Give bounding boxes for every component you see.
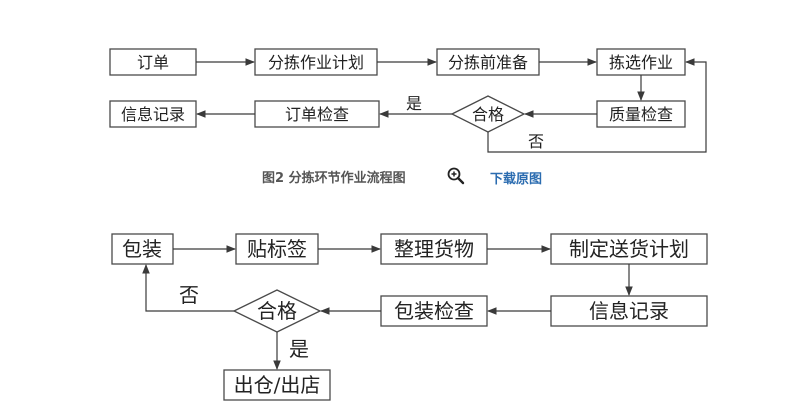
flow1-box-sorting-plan: 分拣作业计划 [254,48,378,76]
download-original-link[interactable]: 下载原图 [490,172,543,187]
flow1-box-order-check: 订单检查 [254,100,380,128]
flow1-label-no: 否 [528,132,544,151]
flow1-box-picking-work: 拣选作业 [596,48,686,76]
flow1-label-order: 订单 [137,53,169,72]
flow2-label-info-record: 信息记录 [589,299,669,323]
flow2-label-out-warehouse: 出仓/出店 [234,373,321,397]
flow1-label-info-record: 信息记录 [121,105,185,124]
flow2-box-labeling: 贴标签 [235,233,319,265]
flow1-label-yes: 是 [406,94,422,113]
flow1-label-sorting-plan: 分拣作业计划 [268,53,364,72]
flow1-box-order: 订单 [109,48,197,76]
flow1-box-quality-check: 质量检查 [596,100,686,128]
flow2-label-qualified: 合格 [257,299,297,323]
flow2-box-info-record: 信息记录 [550,295,708,327]
flow2-label-packaging: 包装 [122,237,162,261]
flow1-label-qualified: 合格 [472,105,504,124]
flow1-arrow-no-loop [487,58,707,153]
flow1-label-picking-work: 拣选作业 [609,53,673,72]
flow1-box-pre-sorting-prep: 分拣前准备 [436,48,540,76]
flow2-label-no: 否 [179,283,199,307]
flow2-box-delivery-plan: 制定送货计划 [550,233,708,265]
flow1-label-quality-check: 质量检查 [609,105,673,124]
flow1-label-order-check: 订单检查 [285,105,349,124]
flow2-label-labeling: 贴标签 [247,237,307,261]
flow2-arrow-no-loop [142,264,234,312]
flow2-label-yes: 是 [289,337,309,361]
magnifier-plus-icon[interactable] [446,166,466,186]
flow2-label-organize-goods: 整理货物 [394,237,474,261]
figure-caption: 图2 分拣环节作业流程图 [262,171,406,186]
flow1-box-info-record: 信息记录 [109,100,197,128]
flow1-decision-qualified: 合格 [450,95,526,133]
flow1-label-pre-sorting-prep: 分拣前准备 [448,53,528,72]
flow2-decision-qualified: 合格 [232,289,322,333]
flow2-box-packaging: 包装 [111,233,174,265]
flow2-box-out-warehouse: 出仓/出店 [223,369,331,401]
flow2-label-delivery-plan: 制定送货计划 [569,237,689,261]
flow2-label-packaging-check: 包装检查 [394,299,474,323]
flow2-box-packaging-check: 包装检查 [380,295,488,327]
flow2-box-organize-goods: 整理货物 [380,233,488,265]
